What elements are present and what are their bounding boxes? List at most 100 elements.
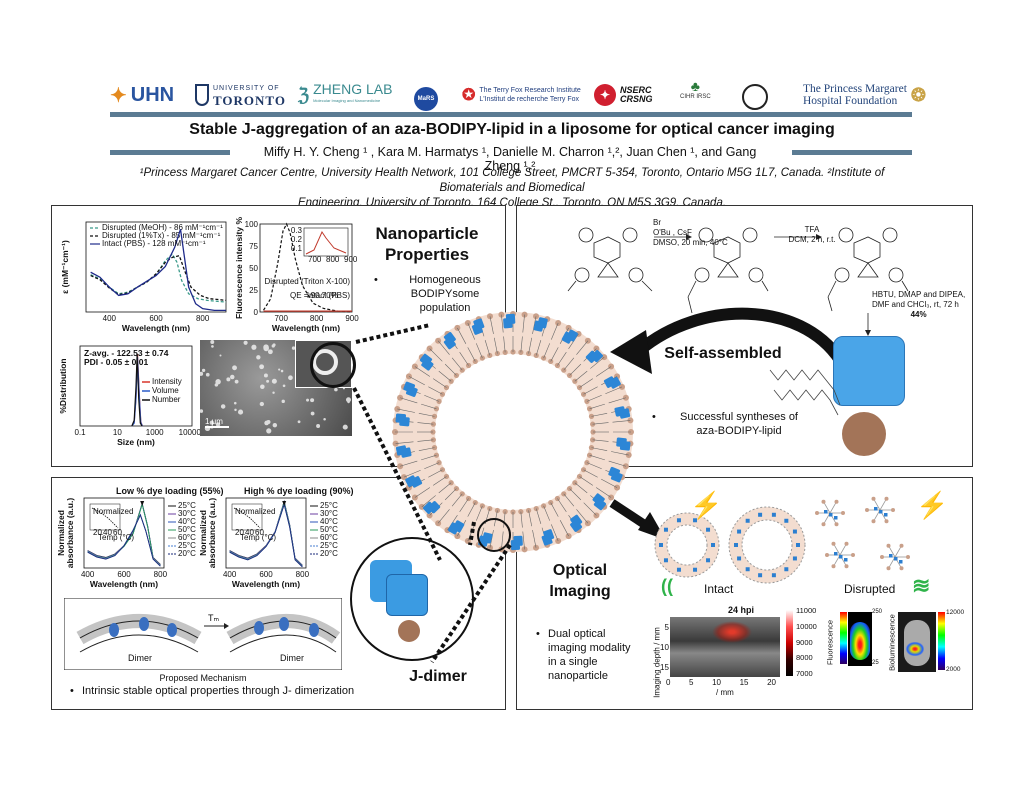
tem-particle <box>306 398 310 402</box>
abs-xlabel: Wavelength (nm) <box>122 323 190 333</box>
self-assembly-arrow <box>610 307 845 374</box>
lipid-tail-inner <box>557 352 567 366</box>
tem-particle <box>291 346 296 350</box>
tem-particle <box>266 379 270 383</box>
tem-particle <box>334 387 338 392</box>
lipid-tail-inner <box>589 454 605 461</box>
disrupted-lipid-head <box>884 496 889 501</box>
lipid-tail-inner <box>444 488 457 501</box>
reagent-step-2: TFA DCM, 2 h, r.t. <box>788 225 836 244</box>
terry-fox-icon: ✪ <box>462 87 476 104</box>
disrupted-lipid-head <box>834 499 839 504</box>
size-xlabel: Size (nm) <box>117 437 155 447</box>
synthesis-bullet: Successful syntheses of aza-BODIPY-lipid <box>652 410 814 438</box>
tem-particle <box>201 368 206 373</box>
dye-square <box>537 317 548 329</box>
lipid-head-inner <box>487 505 493 512</box>
lipid-tail-inner <box>592 422 609 425</box>
lipid-tail-inner <box>583 469 598 478</box>
abs-legend-label-2: Intact (PBS) - 128 mM⁻¹cm⁻¹ <box>102 239 206 248</box>
intact-dye <box>796 543 800 547</box>
bl-mouse-signal <box>906 642 924 656</box>
lipid-head-inner <box>443 384 450 391</box>
disrupted-lipid-head <box>831 541 836 546</box>
molecule-aza-bodipy-acid <box>827 227 909 312</box>
lipid-tail-inner <box>557 498 567 512</box>
dye-square <box>608 377 621 389</box>
lipid-tail-inner <box>579 476 593 486</box>
low-ylabel-1: Normalized <box>56 510 66 556</box>
high-xtick-1: 600 <box>259 570 273 579</box>
lipid-head-inner <box>479 503 485 509</box>
lipid-tail-chain <box>769 369 841 416</box>
fl-inset-line <box>305 230 347 255</box>
lipid-tail-inner <box>493 337 498 354</box>
lipid-head-inner <box>465 495 472 502</box>
low-legend-label-2: 40°C <box>178 517 196 526</box>
dye-square <box>448 522 460 535</box>
dye-square <box>619 408 631 419</box>
intact-dye <box>693 567 698 572</box>
low-inset-xtick-2: 60 <box>113 528 122 537</box>
low-series-line-6 <box>87 513 161 567</box>
lipid-head-inner <box>580 391 587 397</box>
disrupted-dye <box>884 513 888 517</box>
dimer-headgroup <box>398 620 420 642</box>
maple-leaf-icon: ✦ <box>594 84 616 106</box>
dye-square <box>593 498 607 511</box>
size-zavg: Z-avg. - 122.53 ± 0.74 <box>84 348 169 358</box>
lipid-tail-inner <box>467 347 476 362</box>
disrupted-lipid-head <box>825 553 829 557</box>
high-plot-frame <box>225 497 307 569</box>
cihr-tree-icon: ♣ <box>690 78 700 94</box>
disrupted-lipid-head <box>821 522 826 527</box>
intact-dye <box>737 556 742 561</box>
mars-logo: MaRS <box>414 82 438 116</box>
tem-scale-bar <box>205 426 229 428</box>
disrupted-dye <box>834 516 838 520</box>
intact-dye <box>758 573 763 578</box>
tem-particle <box>310 398 315 403</box>
low-legend-label-0: 25°C <box>178 501 196 510</box>
nih-logo <box>742 80 768 114</box>
high-peak-arrow <box>282 501 287 506</box>
dye-square <box>619 440 631 451</box>
lipid-tail-outer <box>611 451 629 456</box>
proposed-mechanism-diagram <box>64 598 342 670</box>
lipid-head-inner <box>586 452 593 458</box>
lipid-tail-inner <box>569 488 582 501</box>
high-inset-frame <box>231 503 263 531</box>
lipid-head-inner <box>494 350 500 357</box>
fl-legend-intact: Intact (PBS) <box>307 291 350 300</box>
bioluminescence-mouse-image <box>898 612 936 672</box>
tem-particle <box>226 377 231 382</box>
high-legend-label-6: 20°C <box>320 549 338 558</box>
lipid-tail-inner <box>528 337 533 354</box>
lipid-head-inner <box>518 509 524 515</box>
intact-dye <box>663 558 668 563</box>
disrupted-lipid-head <box>815 511 819 515</box>
disrupted-lipid-tail <box>879 499 887 511</box>
disrupted-lipid-head <box>834 522 839 527</box>
lipid-head-inner <box>586 406 593 412</box>
lipid-tail-outer <box>437 340 450 355</box>
size-plot-frame <box>79 345 193 427</box>
tem-particle <box>259 364 265 370</box>
lipid-tail-inner <box>444 363 457 376</box>
lipid-tail-inner <box>586 462 602 470</box>
lipid-head-inner <box>584 398 590 404</box>
lipid-tail-inner <box>543 505 551 521</box>
tem-particle <box>347 400 350 404</box>
zheng-lab-logo: ℨ ZHENG LAB Molecular Imaging and Nanome… <box>298 81 393 105</box>
fl-plot-frame <box>259 223 353 313</box>
disrupted-lipid-tail <box>839 544 847 556</box>
lipid-head-inner <box>526 350 532 357</box>
tem-particle <box>210 340 215 344</box>
optical-bullet: Dual optical imaging modality in a singl… <box>536 627 658 683</box>
intact-dye <box>771 512 776 517</box>
low-legend-label-3: 50°C <box>178 525 196 534</box>
intact-dye <box>784 518 789 523</box>
fl-inset-xtick-1: 800 <box>326 255 340 264</box>
